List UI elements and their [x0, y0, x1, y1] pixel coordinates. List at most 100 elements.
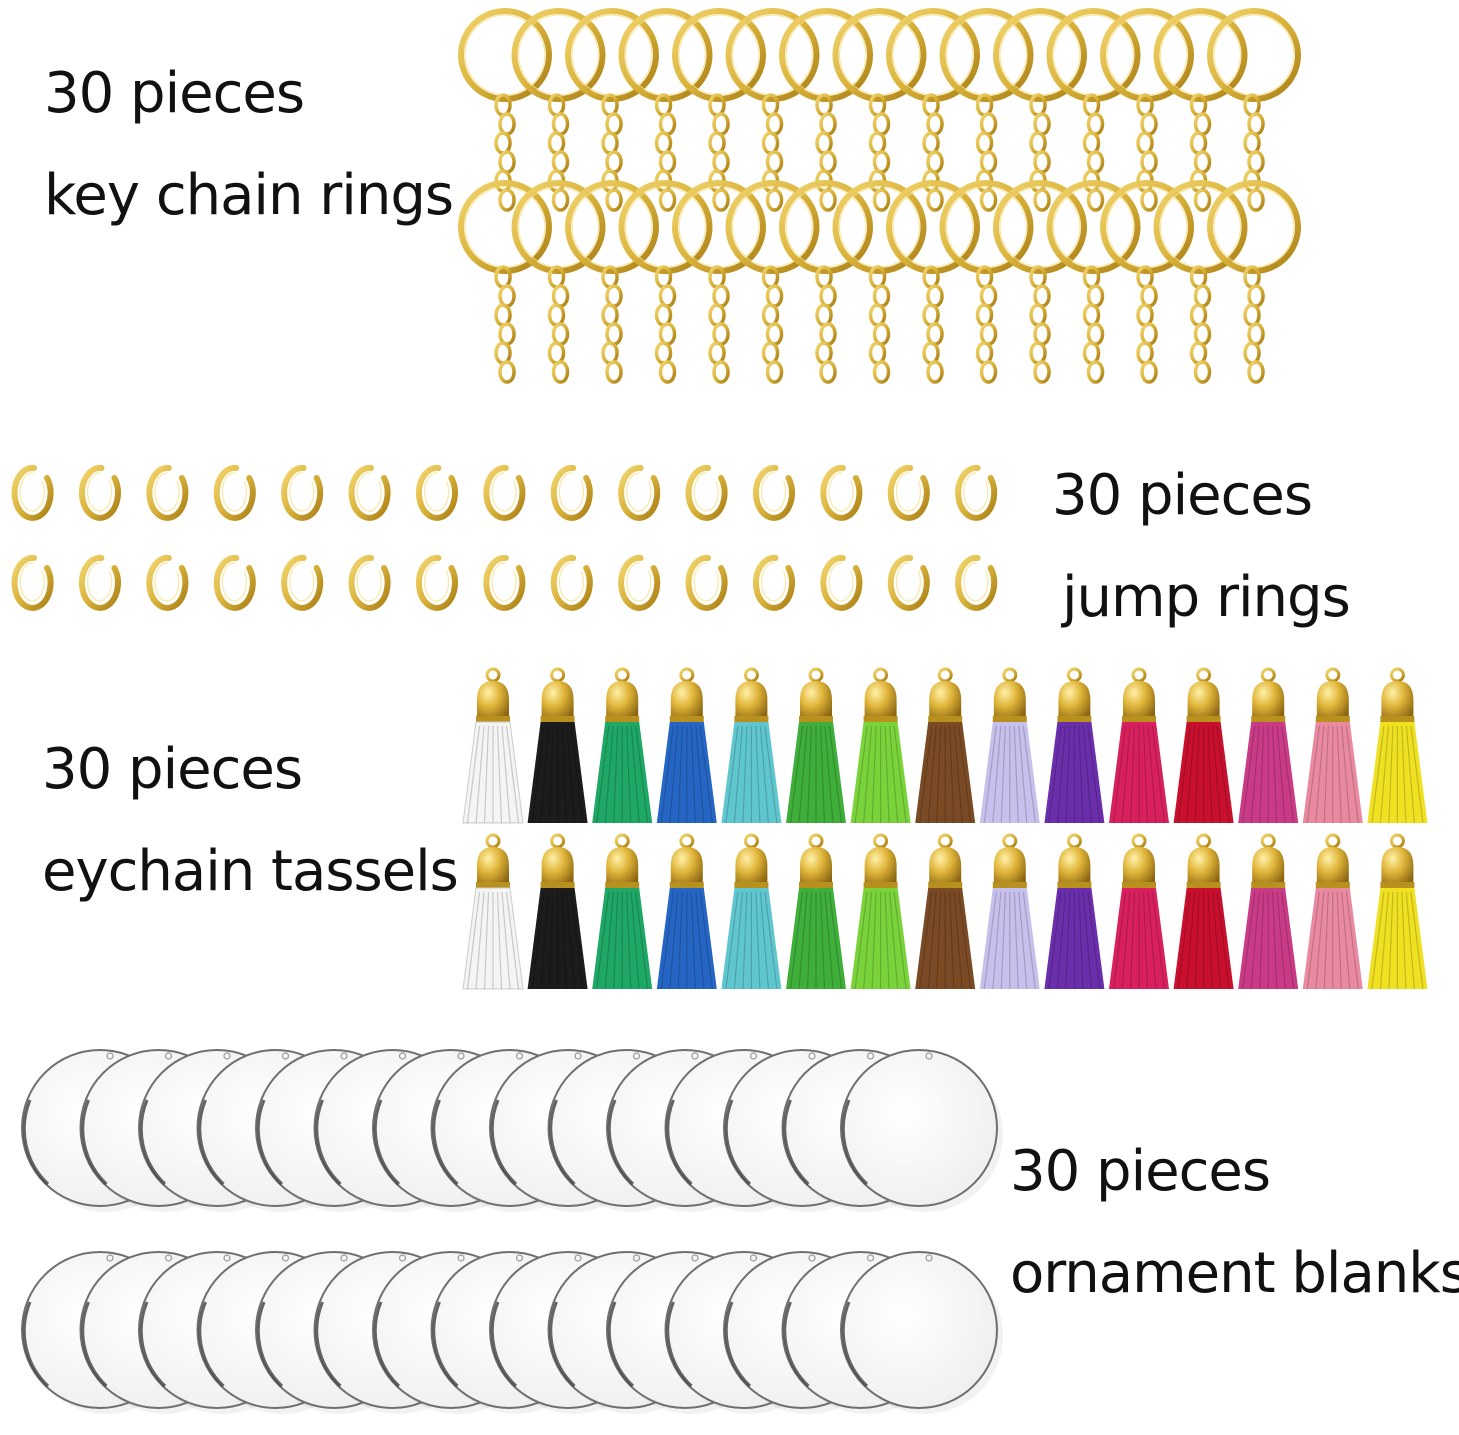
jump-ring-icon [146, 554, 189, 611]
keychain-tassels-count: 30 pieces [42, 737, 303, 802]
jump-ring-icon [146, 464, 189, 521]
jump-ring-icon [483, 464, 526, 521]
key-chain-ring-icon [1046, 8, 1141, 212]
tassel-icon [1367, 833, 1428, 990]
jump-rings-group [11, 464, 998, 611]
tassel-icon [979, 667, 1040, 824]
ornament-blanks-group [21, 1049, 1003, 1414]
jump-ring-icon [618, 554, 661, 611]
jump-ring-icon [348, 554, 391, 611]
key-chain-ring-icon [832, 8, 927, 212]
jump-ring-icon [281, 554, 324, 611]
jump-ring-icon [820, 464, 863, 521]
tassel-icon [850, 667, 911, 824]
jump-ring-icon [213, 464, 256, 521]
jump-ring-icon [955, 464, 998, 521]
ornament-blanks-count: 30 pieces [1010, 1139, 1271, 1204]
key-chain-ring-icon [832, 180, 927, 384]
jump-ring-icon [550, 464, 593, 521]
jump-ring-icon [213, 554, 256, 611]
jump-ring-icon [618, 464, 661, 521]
key-chain-ring-icon [1207, 180, 1301, 384]
jump-ring-icon [685, 464, 728, 521]
tassel-icon [1173, 667, 1234, 824]
key-chain-ring-icon [725, 180, 820, 384]
key-chain-rings-count: 30 pieces [44, 61, 305, 126]
acrylic-blank-icon [840, 1049, 1003, 1212]
tassel-icon [656, 833, 717, 990]
key-chain-ring-icon [618, 8, 713, 212]
tassel-icon [1109, 833, 1169, 990]
key-chain-ring-icon [1046, 180, 1141, 384]
tassel-icon [656, 667, 717, 824]
jump-ring-icon [415, 464, 458, 521]
ornament-blanks-name: ornament blanks [1010, 1241, 1459, 1306]
keychain-tassels-name: eychain tassels [42, 839, 459, 904]
tassel-icon [527, 833, 588, 990]
jump-ring-icon [11, 464, 54, 521]
tassel-icon [1044, 667, 1105, 824]
tassel-icon [1173, 833, 1234, 990]
tassel-icon [462, 833, 524, 990]
jump-ring-icon [415, 554, 458, 611]
jump-ring-icon [887, 554, 930, 611]
jump-ring-icon [348, 464, 391, 521]
tassel-icon [721, 833, 782, 990]
tassel-icon [1302, 667, 1363, 824]
tassel-icon [1238, 667, 1299, 824]
tassel-icon [915, 833, 976, 990]
key-chain-ring-icon [1100, 180, 1194, 384]
key-chain-ring-icon [618, 180, 713, 384]
key-chain-ring-icon [565, 180, 659, 384]
key-chain-ring-icon [1153, 180, 1248, 384]
key-chain-ring-icon [672, 8, 766, 212]
keychain-tassels-label: 30 pieces eychain tassels [42, 737, 459, 904]
key-chain-ring-icon [1207, 8, 1301, 212]
tassel-icon [1109, 667, 1169, 824]
tassel-icon [1302, 833, 1363, 990]
key-chain-ring-icon [458, 8, 552, 212]
tassel-icon [721, 667, 782, 824]
jump-ring-icon [752, 554, 795, 611]
jump-ring-icon [78, 554, 121, 611]
tassel-icon [462, 667, 524, 824]
tassel-icon [979, 833, 1040, 990]
key-chain-ring-icon [886, 180, 980, 384]
jump-ring-icon [483, 554, 526, 611]
tassel-icon [527, 667, 588, 824]
jump-ring-icon [550, 554, 593, 611]
key-chain-ring-icon [939, 180, 1034, 384]
key-chain-rings-name: key chain rings [44, 163, 454, 228]
tassel-icon [1044, 833, 1105, 990]
tassel-icon [786, 667, 846, 824]
key-chain-ring-icon [779, 180, 873, 384]
ornament-blanks-label: 30 pieces ornament blanks [1010, 1144, 1459, 1302]
key-chain-rings-group [458, 8, 1301, 384]
jump-ring-icon [887, 464, 930, 521]
jump-rings-count: 30 pieces [1052, 463, 1313, 528]
key-chain-ring-icon [993, 8, 1087, 212]
jump-ring-icon [685, 554, 728, 611]
jump-ring-icon [752, 464, 795, 521]
jump-ring-icon [11, 554, 54, 611]
jump-ring-icon [955, 554, 998, 611]
key-chain-ring-icon [511, 180, 606, 384]
key-chain-ring-icon [511, 8, 606, 212]
jump-ring-icon [820, 554, 863, 611]
key-chain-ring-icon [672, 180, 766, 384]
key-chain-rings-label: 30 pieces key chain rings [44, 61, 454, 228]
tassel-icon [850, 833, 911, 990]
tassel-icon [1367, 667, 1428, 824]
jump-ring-icon [281, 464, 324, 521]
key-chain-ring-icon [458, 180, 552, 384]
jump-rings-name: jump rings [1062, 565, 1351, 630]
jump-rings-label: 30 pieces jump rings [1052, 463, 1351, 630]
tassel-icon [1238, 833, 1299, 990]
key-chain-ring-icon [565, 8, 659, 212]
acrylic-blank-icon [840, 1251, 1003, 1414]
tassel-icon [592, 833, 653, 990]
key-chain-ring-icon [993, 180, 1087, 384]
tassel-icon [786, 833, 846, 990]
tassels-group [462, 667, 1428, 990]
